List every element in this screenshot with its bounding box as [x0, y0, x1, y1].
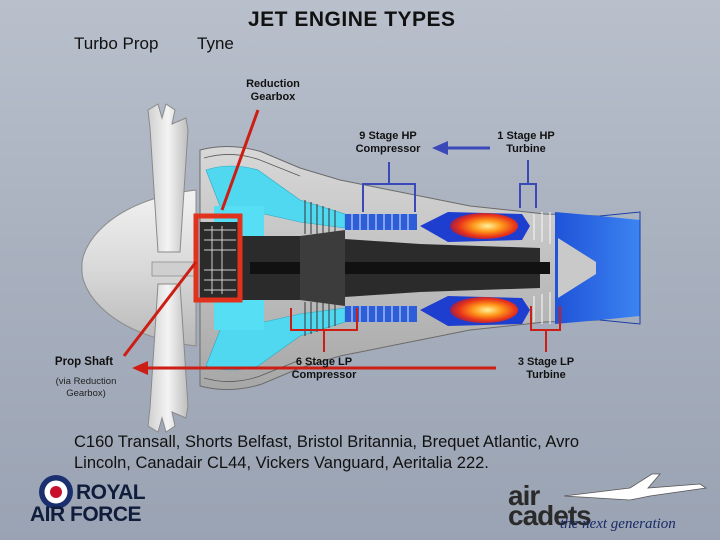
- turbo-prop-label: Turbo Prop: [74, 34, 159, 53]
- reduction-gearbox: [193, 213, 243, 303]
- air-cadets-top: air: [508, 480, 540, 511]
- exhaust-nozzle: [555, 211, 641, 325]
- red-arrow: [132, 361, 496, 375]
- roundel-icon: [39, 475, 73, 509]
- compressor-blades: [304, 200, 417, 336]
- aircraft-icon: [563, 473, 708, 501]
- prop-shaft-pointer-arrow: [122, 261, 198, 357]
- raf-logo: ROYAL AIR FORCE: [30, 474, 160, 530]
- prop-shaft-label: Prop Shaft: [54, 356, 114, 368]
- air-cadets-logo: air cadets the next generation: [508, 466, 714, 536]
- air-cadets-bottom: cadets: [508, 500, 592, 531]
- propeller-blades: [147, 103, 197, 433]
- air-cadets-tagline: the next generation: [560, 516, 676, 532]
- hp-compressor-bracket: [362, 162, 416, 212]
- page-title: JET ENGINE TYPES: [248, 8, 456, 31]
- lp-turbine-label: 3 Stage LP Turbine: [517, 356, 575, 381]
- hp-turbine-label: 1 Stage HP Turbine: [497, 130, 555, 155]
- engine-core: [238, 230, 550, 306]
- combustion-chambers: [420, 212, 551, 326]
- aircraft-list-caption: C160 Transall, Shorts Belfast, Bristol B…: [74, 433, 580, 472]
- tyne-label: Tyne: [197, 34, 234, 53]
- blue-arrow: [432, 141, 490, 155]
- lp-compressor-label: 6 Stage LP Compressor: [291, 356, 357, 381]
- gearbox-pointer-arrow: [220, 109, 260, 211]
- raf-logo-royal: ROYAL: [76, 481, 146, 504]
- prop-shaft-note: (via Reduction Gearbox): [55, 376, 117, 399]
- lp-compressor-bracket: [290, 308, 358, 352]
- lp-turbine-bracket: [530, 306, 561, 352]
- raf-logo-airforce: AIR FORCE: [30, 503, 142, 526]
- hp-turbine-bracket: [519, 160, 537, 208]
- gearbox-highlight-box: [193, 213, 243, 303]
- reduction-gearbox-label: Reduction Gearbox: [246, 78, 300, 103]
- hp-compressor-label: 9 Stage HP Compressor: [355, 130, 421, 155]
